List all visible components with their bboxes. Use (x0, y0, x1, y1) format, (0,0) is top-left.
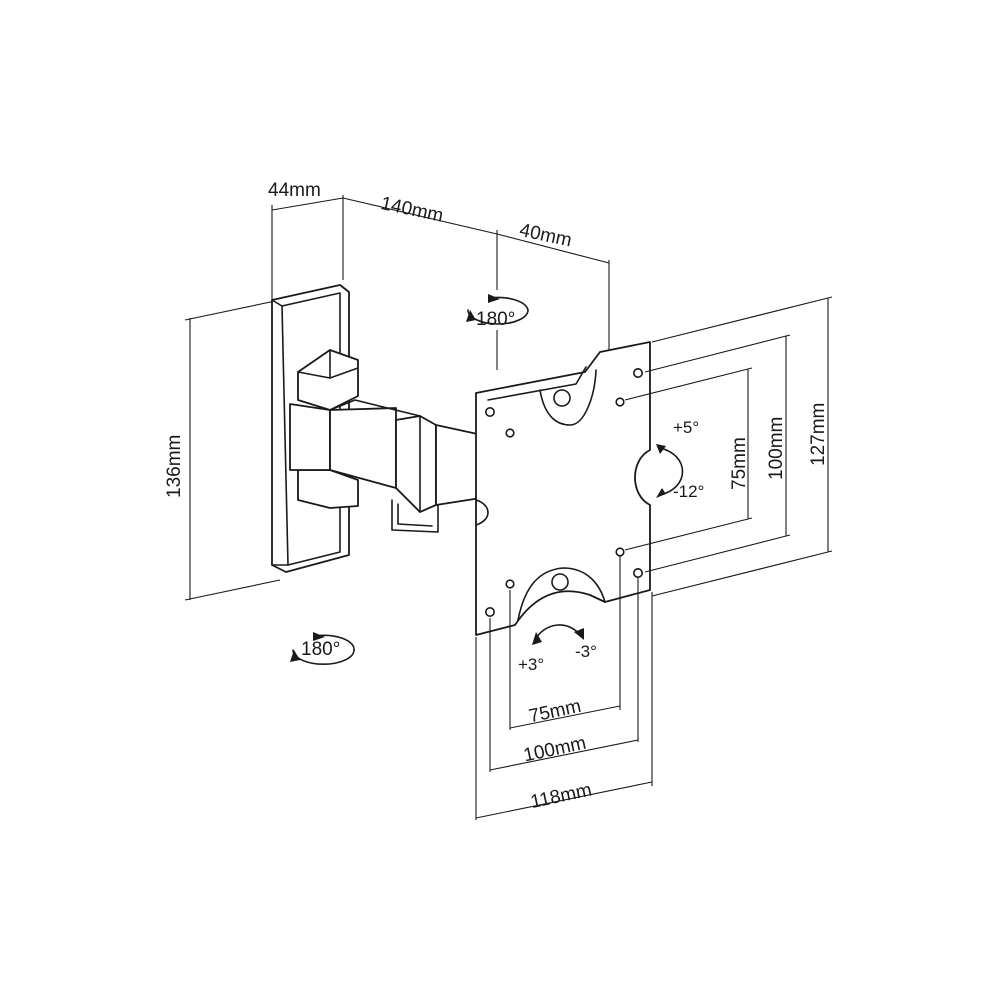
vesa-vertical-guides (624, 296, 833, 597)
vesa-horizontal-guides (475, 556, 653, 820)
vesa-hole (615, 397, 625, 407)
vesa-plate (475, 341, 651, 636)
wall-swivel-label: 180° (301, 639, 340, 660)
tilt-indicator (656, 444, 684, 498)
arm-swivel-indicator (466, 294, 529, 325)
vesa-hole (484, 606, 495, 617)
dim-plate-height: 127mm (808, 403, 829, 466)
dim-arm-length: 140mm (379, 193, 445, 227)
swing-arm (289, 349, 501, 533)
dim-wall-plate-height: 136mm (164, 435, 185, 498)
dim-vesa-h-75: 75mm (527, 696, 583, 728)
dim-vesa-h-100: 100mm (522, 733, 588, 767)
arm-swivel-label: 180° (476, 309, 515, 330)
wall-plate-height-guides (184, 299, 281, 601)
tilt-down-label: -12° (673, 482, 704, 501)
rotate-plus-label: +3° (518, 655, 544, 674)
wall-swivel-indicator (290, 632, 355, 665)
vesa-hole (505, 579, 515, 589)
top-dimension-lines (271, 195, 610, 370)
tilt-up-label: +5° (673, 418, 699, 437)
dim-vesa-v-75: 75mm (729, 437, 750, 490)
dim-plate-width: 118mm (529, 780, 594, 813)
vesa-hole (484, 406, 495, 417)
rotate-minus-label: -3° (575, 642, 597, 661)
dim-wall-plate-depth: 44mm (268, 180, 321, 201)
vesa-hole (505, 428, 515, 438)
vesa-hole (632, 367, 643, 378)
rotation-indicator (532, 624, 584, 645)
dim-vesa-v-100: 100mm (766, 417, 787, 480)
vesa-hole (615, 547, 625, 557)
vesa-hole (632, 567, 643, 578)
